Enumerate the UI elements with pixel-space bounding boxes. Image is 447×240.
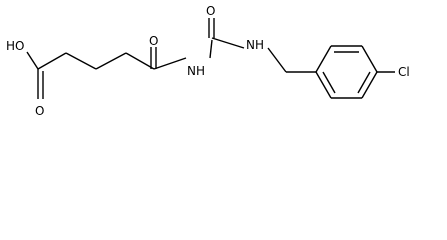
ring-inner-bond-3 bbox=[322, 71, 336, 94]
structure-diagram: HO O O NH O NH Cl bbox=[6, 4, 410, 118]
ring-bond-1 bbox=[315, 45, 332, 73]
amide-oxygen-label: O bbox=[149, 34, 158, 48]
urea-oxygen-label: O bbox=[206, 4, 215, 18]
hydroxyl-label: HO bbox=[6, 39, 24, 53]
bond-c2-c3 bbox=[65, 52, 97, 70]
urea-nh-label: NH bbox=[246, 38, 264, 52]
bond-n2-ch2 bbox=[267, 47, 287, 73]
imide-nh-label: NH bbox=[187, 64, 205, 78]
ring-bond-6 bbox=[315, 71, 332, 99]
ring-inner-bond-2 bbox=[357, 71, 371, 94]
acid-oxygen-label: O bbox=[35, 104, 44, 118]
bond-n1-c6 bbox=[209, 39, 213, 59]
bond-c6-n2 bbox=[211, 37, 245, 49]
bond-c4-c5 bbox=[125, 52, 155, 70]
ring-bond-3 bbox=[361, 45, 378, 73]
bond-ho-c1 bbox=[26, 51, 39, 70]
ring-bond-4 bbox=[361, 71, 378, 99]
bond-c5-n1 bbox=[153, 57, 187, 70]
bond-c1-c2 bbox=[37, 52, 67, 70]
chlorine-label: Cl bbox=[398, 65, 410, 79]
bond-c3-c4 bbox=[95, 52, 127, 70]
molecule-drawing: HO O O NH O NH Cl bbox=[6, 4, 410, 118]
